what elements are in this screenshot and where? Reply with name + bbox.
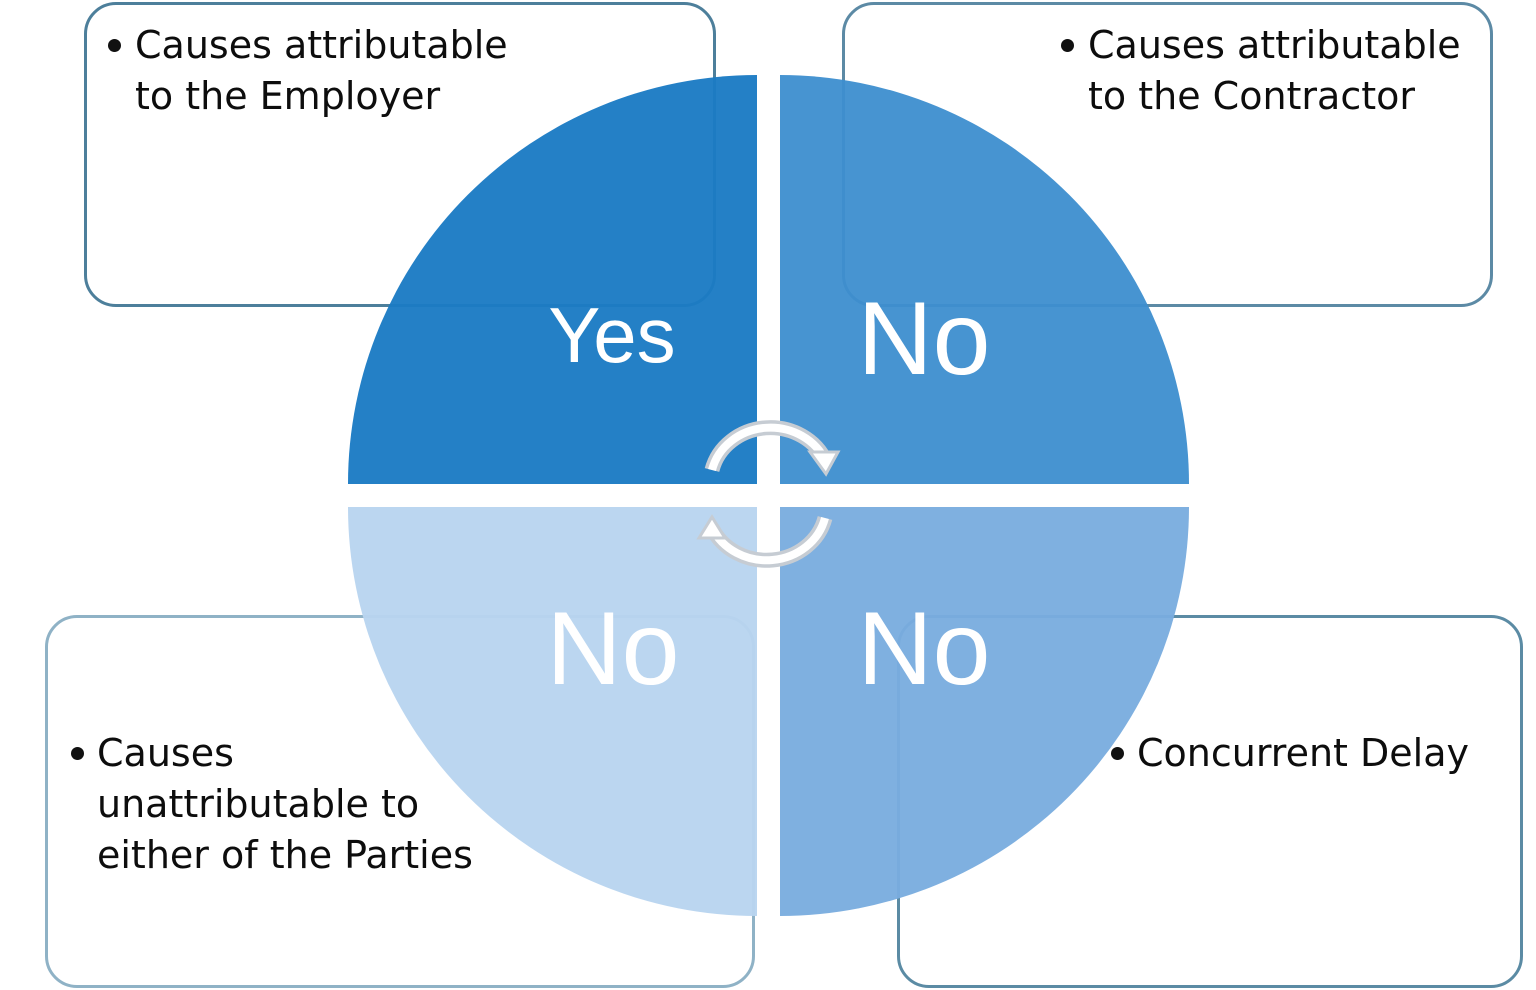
description-top-left: Causes attributable to the Employer <box>135 23 508 118</box>
quadrant-top-left <box>348 75 757 484</box>
quadrant-label-bottom-left: No <box>547 591 680 707</box>
quadrant-label-bottom-right: No <box>858 591 991 707</box>
quadrant-label-top-left: Yes <box>548 291 675 379</box>
bullet-dot-icon <box>71 747 84 760</box>
bullet-dot-icon <box>1111 747 1124 760</box>
quadrant-bottom-left <box>348 507 757 916</box>
quadrant-label-top-right: No <box>858 281 991 397</box>
quadrant-bottom-right <box>780 507 1189 916</box>
bullet-dot-icon <box>108 39 121 52</box>
arrow-top-head-icon <box>807 450 841 477</box>
description-bottom-right: Concurrent Delay <box>1137 731 1469 775</box>
circular-arrows-icon <box>696 420 841 568</box>
arrow-bottom-head-icon <box>696 514 728 540</box>
bullet-dot-icon <box>1061 39 1074 52</box>
description-top-right: Causes attributable to the Contractor <box>1088 23 1461 118</box>
description-bottom-left: Causes unattributable to either of the P… <box>97 731 473 877</box>
quadrant-top-right <box>780 75 1189 484</box>
